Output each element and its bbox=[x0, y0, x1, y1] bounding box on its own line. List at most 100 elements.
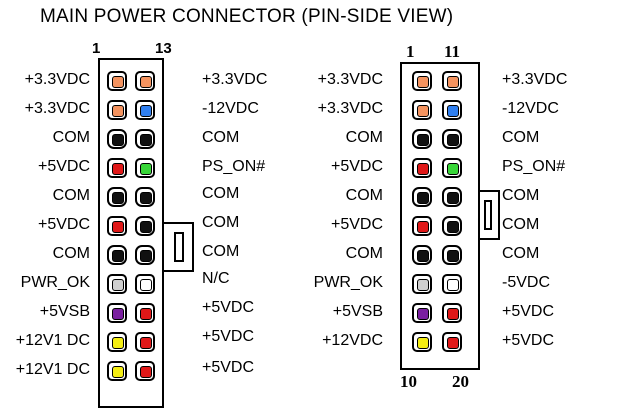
pin-color-blue bbox=[140, 105, 152, 117]
pin-number-11: 11 bbox=[444, 42, 461, 61]
pin-color-black bbox=[112, 250, 124, 262]
pin-color-orange bbox=[112, 105, 124, 117]
pin-color-black bbox=[140, 134, 152, 146]
pin-color-yellow bbox=[112, 337, 124, 349]
pin-color-black bbox=[417, 192, 429, 204]
pin-label-left-connector_20-3: +5VDC bbox=[330, 158, 383, 175]
pin-label-left-connector_20-5: +5VDC bbox=[330, 216, 383, 233]
pin-label-left-connector_20-6: COM bbox=[345, 245, 383, 262]
pin-connector_24-r6-c0 bbox=[107, 245, 127, 265]
connector-20-latch bbox=[478, 190, 500, 240]
pin-color-red bbox=[140, 366, 152, 378]
pin-color-yellow bbox=[417, 337, 429, 349]
pin-color-green bbox=[447, 163, 459, 175]
pin-connector_20-r9-c0 bbox=[412, 332, 432, 352]
pin-label-left-connector_24-9: +12V1 DC bbox=[15, 332, 90, 349]
pin-connector_20-r7-c1 bbox=[442, 274, 462, 294]
pin-label-right-connector_20-8: +5VDC bbox=[502, 303, 555, 320]
pin-color-purple bbox=[112, 308, 124, 320]
pin-connector_24-r5-c0 bbox=[107, 216, 127, 236]
pin-color-orange bbox=[140, 76, 152, 88]
pin-label-right-connector_20-3: PS_ON# bbox=[502, 158, 566, 175]
pin-connector_24-r1-c1 bbox=[135, 100, 155, 120]
pin-label-left-connector_24-4: COM bbox=[52, 187, 90, 204]
pin-connector_24-r0-c1 bbox=[135, 71, 155, 91]
pin-label-left-connector_20-1: +3.3VDC bbox=[317, 100, 383, 117]
pin-color-black bbox=[447, 221, 459, 233]
pin-connector_20-r5-c1 bbox=[442, 216, 462, 236]
connector-24-latch-inner bbox=[174, 232, 184, 262]
pin-connector_20-r7-c0 bbox=[412, 274, 432, 294]
pin-color-black bbox=[112, 192, 124, 204]
pin-label-right-connector_20-6: COM bbox=[502, 245, 540, 262]
pin-color-black bbox=[447, 250, 459, 262]
pin-connector_24-r5-c1 bbox=[135, 216, 155, 236]
pin-label-left-connector_24-5: +5VDC bbox=[37, 216, 90, 233]
pin-connector_20-r6-c0 bbox=[412, 245, 432, 265]
pin-label-left-connector_24-7: PWR_OK bbox=[20, 274, 90, 291]
pin-label-left-connector_20-4: COM bbox=[345, 187, 383, 204]
pin-color-red bbox=[447, 337, 459, 349]
pin-color-red bbox=[112, 163, 124, 175]
pin-color-orange bbox=[112, 76, 124, 88]
pin-color-red bbox=[447, 308, 459, 320]
pin-color-orange bbox=[417, 76, 429, 88]
pin-connector_24-r10-c1 bbox=[135, 361, 155, 381]
pin-label-right-connector_20-2: COM bbox=[502, 129, 540, 146]
pin-connector_20-r6-c1 bbox=[442, 245, 462, 265]
pin-label-right-connector_24-0: +3.3VDC bbox=[202, 71, 268, 88]
pin-color-black bbox=[417, 134, 429, 146]
pin-connector_24-r8-c1 bbox=[135, 303, 155, 323]
pin-label-left-connector_20-7: PWR_OK bbox=[313, 274, 383, 291]
pin-connector_20-r9-c1 bbox=[442, 332, 462, 352]
pin-number-10: 10 bbox=[400, 372, 417, 391]
pin-color-white bbox=[140, 279, 152, 291]
pin-color-green bbox=[140, 163, 152, 175]
pin-color-red bbox=[112, 221, 124, 233]
pin-connector_24-r2-c1 bbox=[135, 129, 155, 149]
pin-label-left-connector_20-0: +3.3VDC bbox=[317, 71, 383, 88]
pin-color-black bbox=[417, 250, 429, 262]
pin-connector_20-r1-c0 bbox=[412, 100, 432, 120]
pin-color-black bbox=[140, 221, 152, 233]
pin-connector_20-r1-c1 bbox=[442, 100, 462, 120]
pin-color-red bbox=[140, 308, 152, 320]
pin-color-black bbox=[447, 134, 459, 146]
pin-connector_20-r3-c0 bbox=[412, 158, 432, 178]
pin-connector_24-r1-c0 bbox=[107, 100, 127, 120]
pin-label-right-connector_24-1: -12VDC bbox=[202, 100, 259, 117]
pin-connector_20-r0-c1 bbox=[442, 71, 462, 91]
pin-label-left-connector_20-8: +5VSB bbox=[332, 303, 383, 320]
pin-color-yellow bbox=[112, 366, 124, 378]
pin-connector_20-r5-c0 bbox=[412, 216, 432, 236]
pin-label-left-connector_24-3: +5VDC bbox=[37, 158, 90, 175]
pin-label-left-connector_24-6: COM bbox=[52, 245, 90, 262]
pin-color-black bbox=[140, 192, 152, 204]
pin-label-right-connector_20-4: COM bbox=[502, 187, 540, 204]
pin-connector_24-r7-c0 bbox=[107, 274, 127, 294]
pin-connector_20-r4-c0 bbox=[412, 187, 432, 207]
pin-label-right-connector_24-5: COM bbox=[202, 214, 240, 231]
pin-connector_24-r9-c1 bbox=[135, 332, 155, 352]
pin-label-left-connector_24-2: COM bbox=[52, 129, 90, 146]
pin-number-20: 20 bbox=[452, 372, 469, 391]
pin-label-right-connector_24-7: N/C bbox=[202, 270, 230, 287]
connector-20-latch-inner bbox=[484, 200, 492, 230]
pin-connector_20-r8-c1 bbox=[442, 303, 462, 323]
pin-color-gray bbox=[417, 279, 429, 291]
pin-label-right-connector_20-1: -12VDC bbox=[502, 100, 559, 117]
pin-connector_24-r7-c1 bbox=[135, 274, 155, 294]
pin-color-orange bbox=[417, 105, 429, 117]
diagram-title: MAIN POWER CONNECTOR (PIN-SIDE VIEW) bbox=[40, 6, 454, 27]
pin-label-right-connector_24-4: COM bbox=[202, 185, 240, 202]
pin-connector_24-r6-c1 bbox=[135, 245, 155, 265]
pin-connector_24-r10-c0 bbox=[107, 361, 127, 381]
pin-color-black bbox=[140, 250, 152, 262]
pin-color-red bbox=[417, 221, 429, 233]
pin-color-purple bbox=[417, 308, 429, 320]
pin-label-left-connector_24-1: +3.3VDC bbox=[24, 100, 90, 117]
pin-label-left-connector_20-9: +12VDC bbox=[322, 332, 383, 349]
pin-color-red bbox=[417, 163, 429, 175]
pin-label-right-connector_24-2: COM bbox=[202, 129, 240, 146]
pin-label-left-connector_24-10: +12V1 DC bbox=[15, 361, 90, 378]
